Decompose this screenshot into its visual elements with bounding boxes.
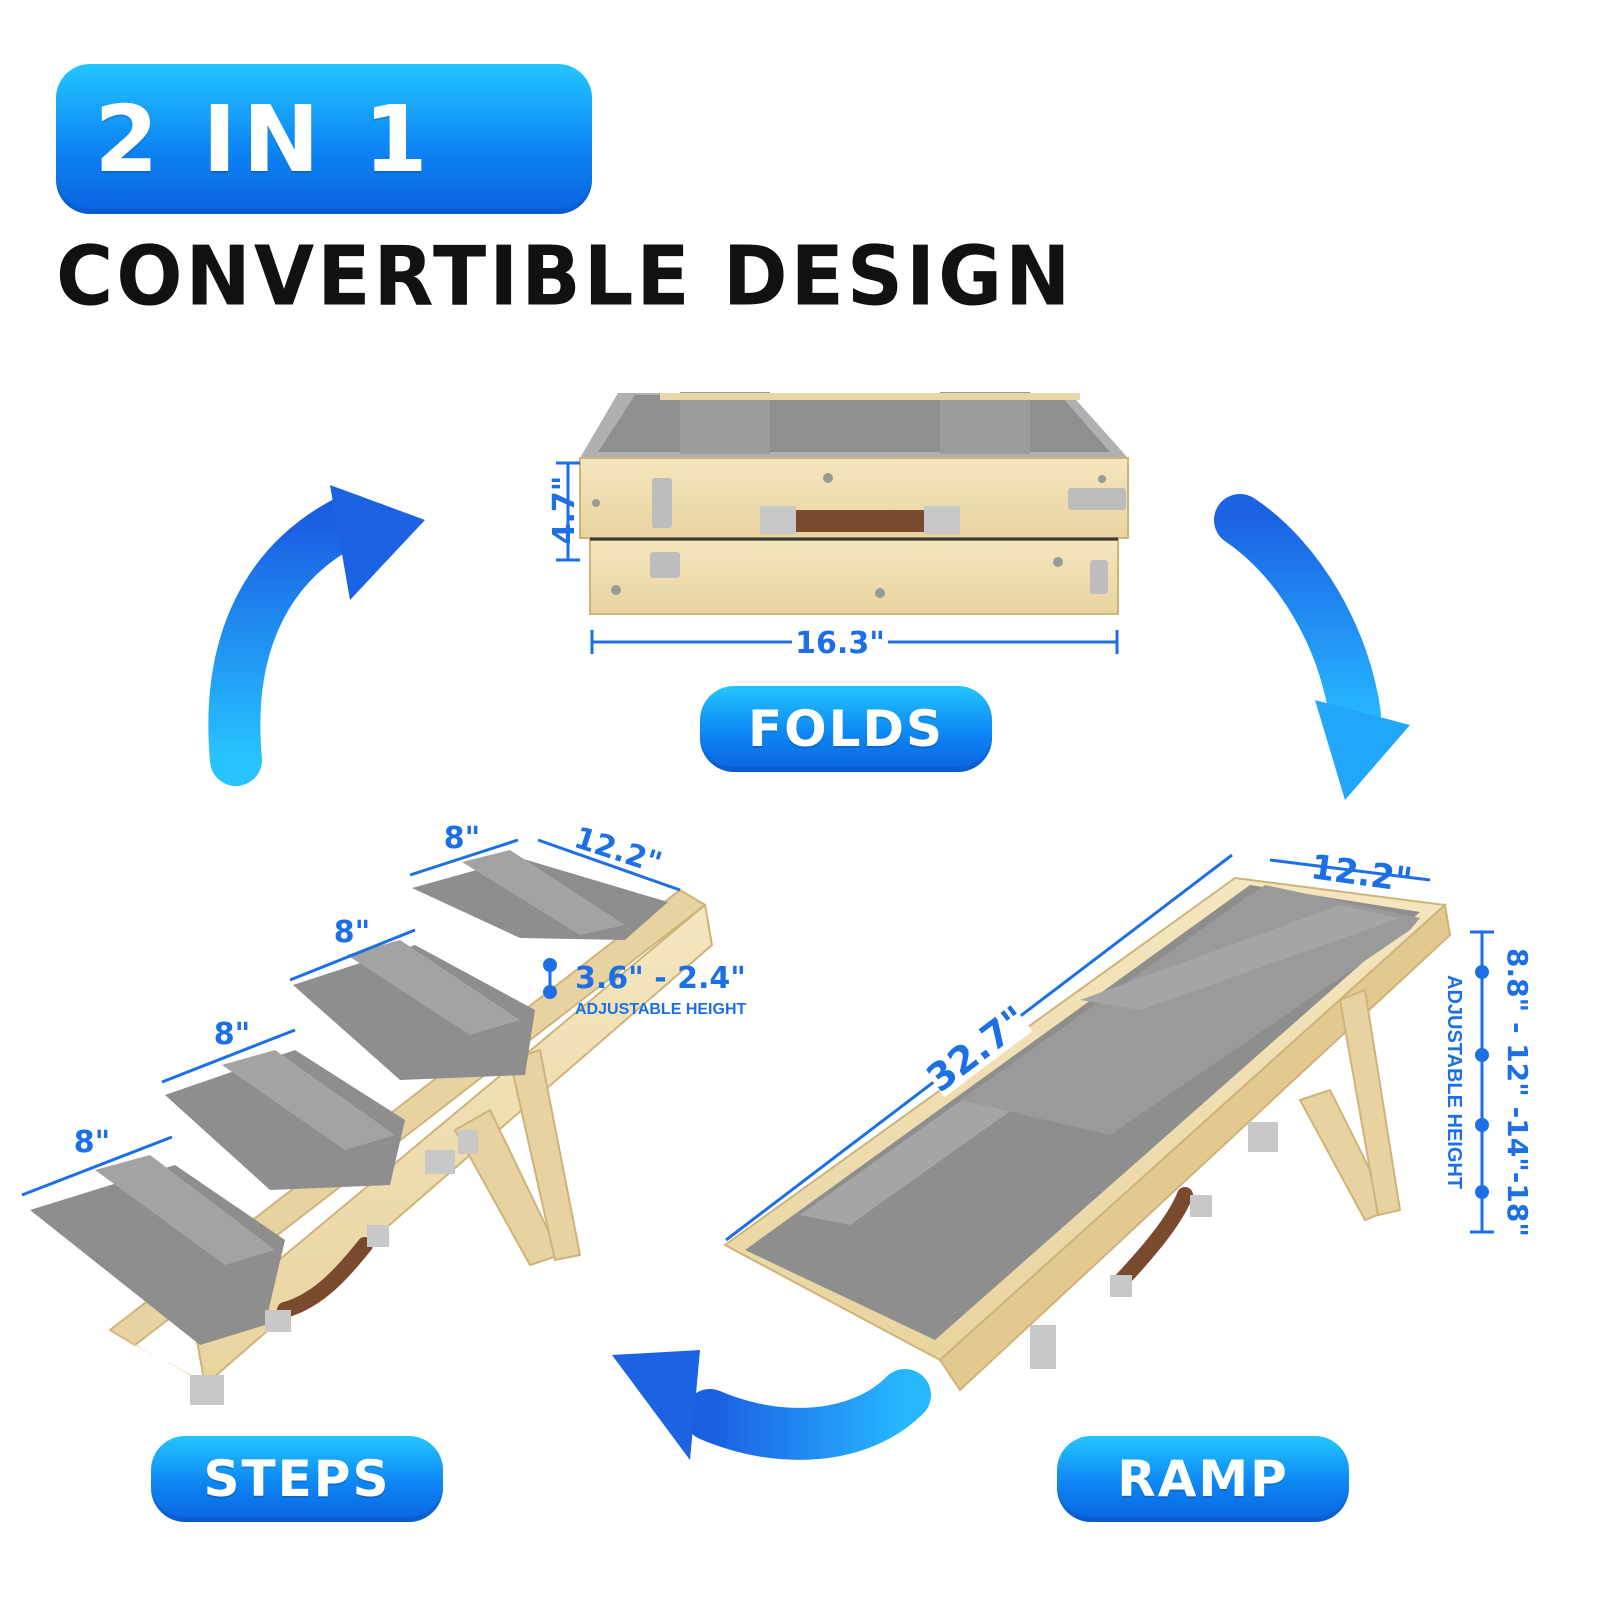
folds-label: FOLDS (700, 686, 992, 772)
ramp-illustration (723, 876, 1452, 1392)
folded-width-dimension: 16.3" (590, 626, 1119, 661)
step-depth-dimensions: 8" 8" 8" 8" (21, 821, 519, 1197)
step-height-dimension: 3.6" - 2.4" ADJUSTABLE HEIGHT (543, 958, 746, 1018)
ramp-label: RAMP (1057, 1436, 1349, 1522)
step-depth-4-text: 8" (444, 821, 481, 856)
step-width-text: 12.2" (570, 820, 666, 881)
arrow-left-up-icon (208, 485, 425, 786)
step-depth-3-text: 8" (334, 915, 371, 950)
ramp-height-label: ADJUSTABLE HEIGHT (1443, 975, 1465, 1189)
arrow-bottom-left-icon (612, 1350, 931, 1460)
steps-label: STEPS (151, 1436, 443, 1522)
step-depth-1-text: 8" (74, 1125, 111, 1160)
ramp-height-dimension: 8.8" - 12" -14"-18" ADJUSTABLE HEIGHT (1443, 930, 1534, 1237)
hero-badge: 2 IN 1 (56, 64, 592, 214)
step-height-label: ADJUSTABLE HEIGHT (575, 1001, 746, 1018)
arrow-right-down-icon (1214, 494, 1410, 800)
folded-box-illustration (579, 392, 1129, 615)
folded-height-text: 4.7" (547, 476, 582, 545)
folded-height-dimension: 4.7" (547, 461, 582, 562)
steps-illustration (30, 850, 714, 1405)
folded-width-text: 16.3" (795, 626, 885, 661)
hero-badge-text: 2 IN 1 (94, 85, 434, 193)
step-height-text: 3.6" - 2.4" (575, 961, 746, 996)
step-depth-2-text: 8" (214, 1017, 251, 1052)
ramp-height-text: 8.8" - 12" -14"-18" (1501, 948, 1534, 1237)
headline: CONVERTIBLE DESIGN (56, 229, 1074, 325)
